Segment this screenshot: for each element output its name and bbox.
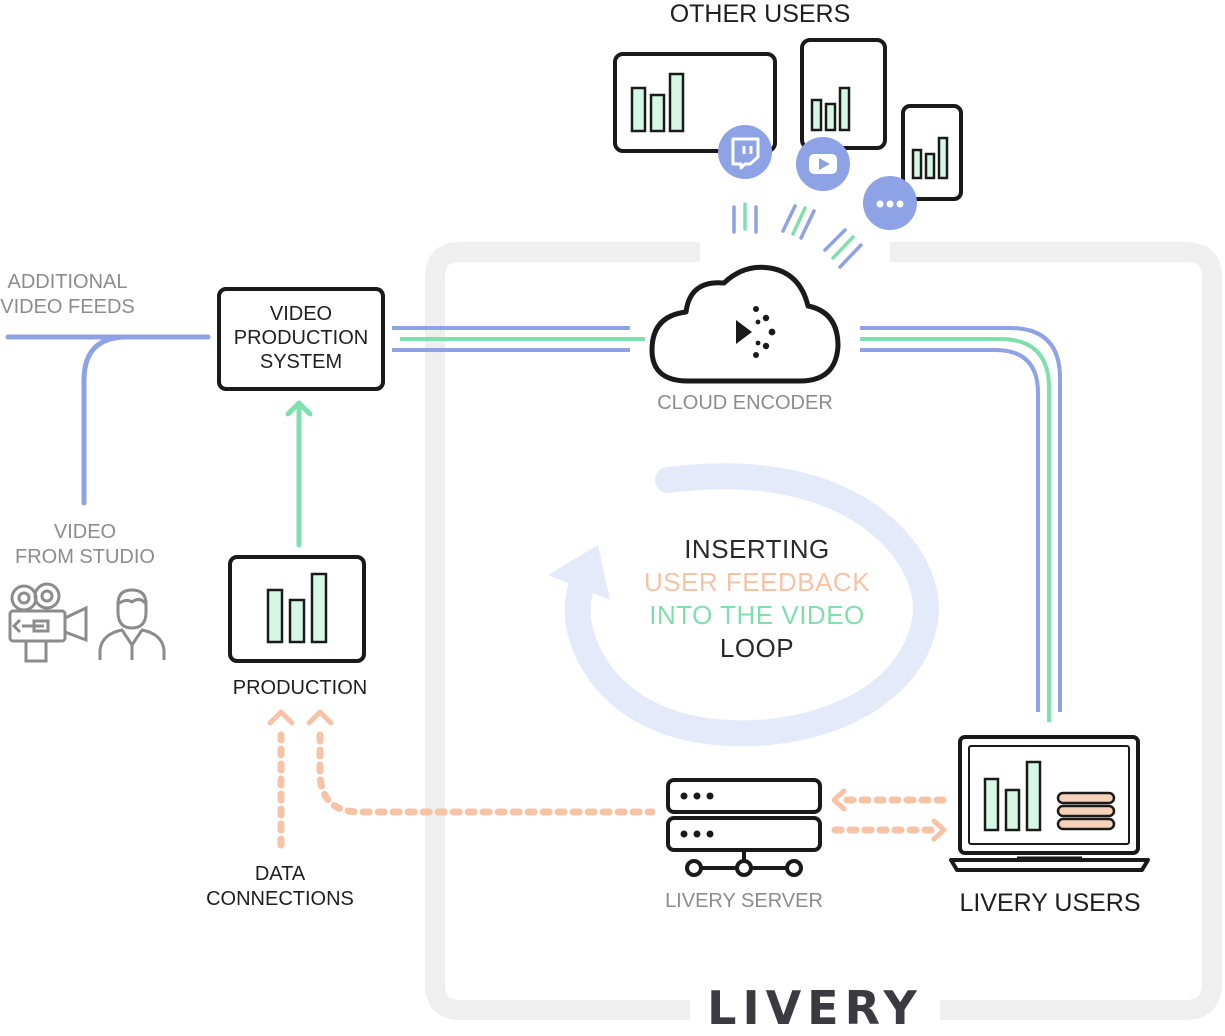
other-user-screen-phone [901, 104, 963, 201]
livery-users-label: LIVERY USERS [959, 889, 1141, 917]
livery-logo-text: LIVERY [690, 980, 940, 1036]
feed-lines [5, 334, 211, 506]
data-connection-lines [267, 709, 947, 849]
data-line-1: DATA [254, 863, 306, 885]
video-production-box [217, 287, 385, 391]
loop-line-into-the-video: INTO THE VIDEO [649, 600, 865, 630]
cloud-encoder-label: CLOUD ENCODER [657, 392, 833, 414]
youtube-icon [796, 137, 850, 191]
vps-line-3: SYSTEM [259, 351, 343, 373]
twitch-icon [718, 125, 772, 179]
other-user-screen-wide [613, 52, 777, 153]
production-label: PRODUCTION [232, 677, 368, 699]
studio-line-2: FROM STUDIO [15, 546, 155, 568]
person-icon [98, 588, 166, 660]
laptop-icon [949, 735, 1150, 872]
broadcast-lines [732, 202, 863, 269]
loop-line-inserting: INSERTING [684, 534, 830, 564]
video-production-label: VIDEO PRODUCTION SYSTEM [219, 302, 383, 374]
other-users-label: OTHER USERS [669, 0, 851, 28]
more-icon [863, 176, 917, 230]
data-connections-label: DATA CONNECTIONS [190, 862, 370, 912]
video-from-studio-label: VIDEO FROM STUDIO [5, 520, 165, 570]
loop-caption: INSERTING USER FEEDBACK INTO THE VIDEO L… [597, 533, 917, 665]
additional-feeds-line-1: ADDITIONAL [7, 271, 128, 293]
loop-line-user-feedback: USER FEEDBACK [643, 567, 871, 597]
livery-frame [425, 242, 1222, 1020]
cloud-icon [649, 264, 841, 384]
vps-to-cloud-lines [392, 326, 645, 352]
studio-line-1: VIDEO [53, 521, 117, 543]
vps-line-2: PRODUCTION [233, 327, 369, 349]
additional-feeds-label: ADDITIONAL VIDEO FEEDS [0, 270, 135, 320]
loop-arrow [548, 463, 939, 747]
server-icon [666, 778, 822, 877]
cloud-to-users-lines [860, 326, 1062, 722]
production-to-vps-arrow [285, 400, 313, 548]
loop-arrowhead [548, 545, 610, 600]
data-line-2: CONNECTIONS [206, 888, 354, 910]
livery-server-label: LIVERY SERVER [665, 890, 823, 912]
additional-feeds-line-2: VIDEO FEEDS [0, 296, 135, 318]
loop-line-loop: LOOP [719, 633, 795, 663]
production-monitor-icon [228, 555, 366, 663]
video-camera-icon [8, 582, 88, 663]
other-user-screen-tablet [800, 38, 887, 150]
vps-line-1: VIDEO [269, 303, 333, 325]
